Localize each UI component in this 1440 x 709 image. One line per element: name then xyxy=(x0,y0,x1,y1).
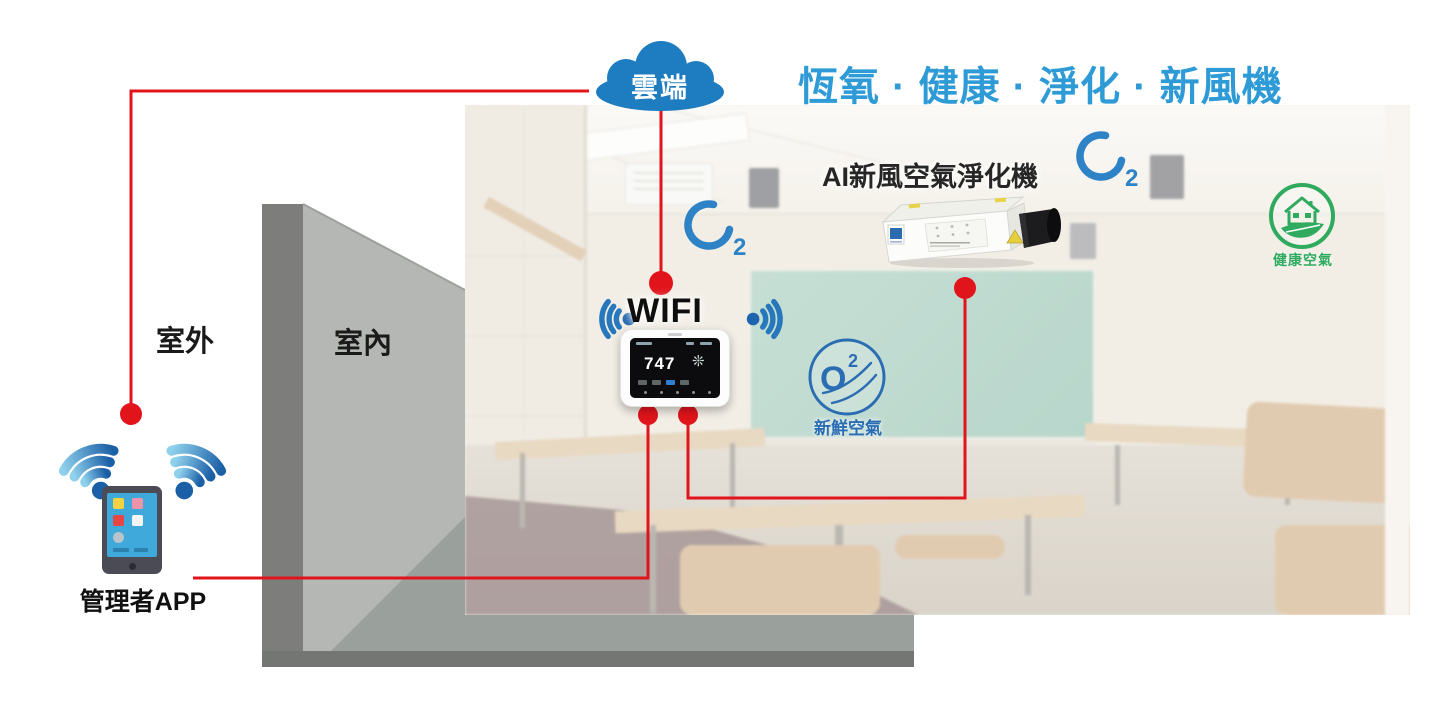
healthy-air-label: 健康空氣 xyxy=(1273,252,1333,268)
wall-bottom-edge xyxy=(262,651,914,667)
controller-reading: 747 xyxy=(644,354,676,373)
tablet-icon xyxy=(102,486,162,574)
svg-text:2: 2 xyxy=(733,234,746,261)
wifi-signal-right-icon xyxy=(746,298,783,340)
fresh-air-badge: O 2 xyxy=(808,338,886,416)
chair xyxy=(895,535,1005,559)
controller-device: 747 ❊ xyxy=(620,329,730,407)
indoor-label: 室內 xyxy=(334,328,393,360)
o2-icon: 2 xyxy=(684,200,746,261)
svg-text:2: 2 xyxy=(848,351,858,371)
wall-shadow-face xyxy=(331,517,914,651)
device-logo xyxy=(668,333,682,336)
tablet-screen xyxy=(107,493,157,557)
admin-app-label: 管理者APP xyxy=(79,588,207,616)
chair xyxy=(680,545,880,615)
ac-unit xyxy=(625,163,713,205)
cloud-label: 雲端 xyxy=(631,73,689,103)
wifi-signal-left-icon xyxy=(599,298,636,340)
healthy-air-badge xyxy=(1269,183,1335,249)
wall-mounted-box xyxy=(1070,223,1096,259)
cloud-node: 雲端 xyxy=(588,40,732,112)
speaker-icon xyxy=(1150,155,1184,199)
fan-icon: ❊ xyxy=(692,353,705,370)
purifier-label: AI新風空氣淨化機 xyxy=(822,162,1038,192)
cloud-icon xyxy=(596,41,724,111)
speaker-icon xyxy=(749,168,779,208)
svg-text:2: 2 xyxy=(1125,165,1138,192)
wifi-label: WIFI xyxy=(627,292,703,330)
outdoor-label: 室外 xyxy=(156,326,215,358)
page-title: 恆氧 · 健康 · 淨化 · 新風機 xyxy=(798,65,1283,109)
controller-screen: 747 ❊ xyxy=(630,338,720,398)
o2-icon: 2 xyxy=(1076,131,1138,192)
fresh-air-label: 新鮮空氣 xyxy=(814,419,882,438)
wall-left-edge xyxy=(262,204,303,667)
purifier-unit-icon xyxy=(881,196,1061,268)
wifi-fan-right-icon xyxy=(166,443,227,500)
